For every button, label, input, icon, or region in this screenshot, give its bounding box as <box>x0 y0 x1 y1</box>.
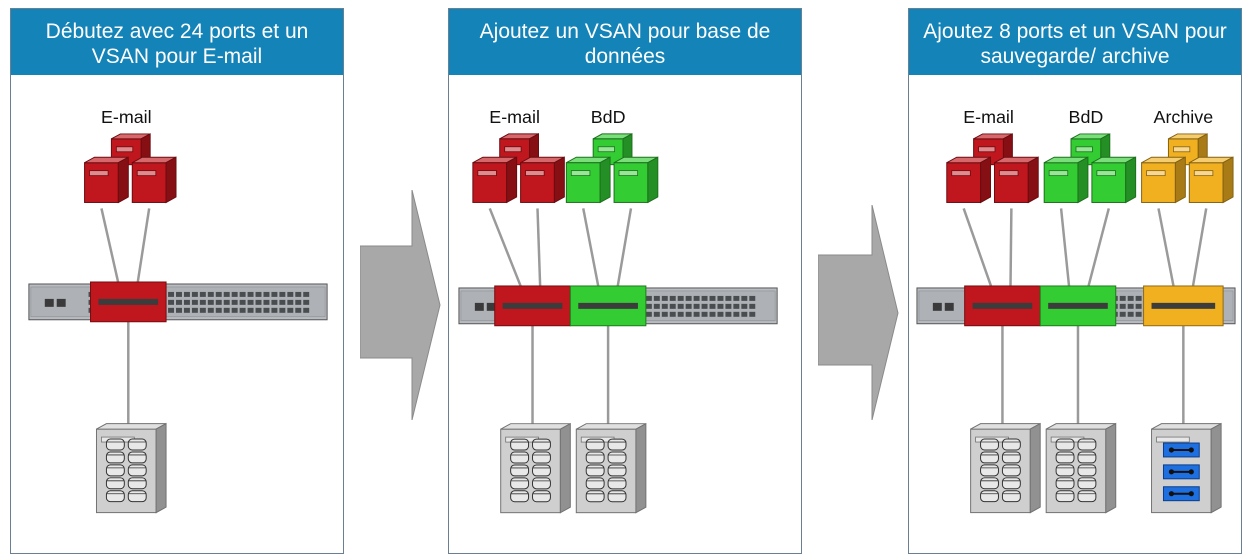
server-stack-icon <box>565 133 659 204</box>
cable <box>1157 208 1177 297</box>
right-arrow-icon <box>360 190 441 420</box>
cable <box>135 208 151 293</box>
panel-title-3: Ajoutez 8 ports et un VSAN pour sauvegar… <box>909 9 1241 75</box>
vsan-port-block <box>1143 285 1224 327</box>
vsan-port-block <box>569 285 647 327</box>
cable <box>488 207 526 297</box>
cable <box>1084 208 1110 297</box>
group-label: BdD <box>1069 107 1104 127</box>
vsan-port-block <box>964 285 1041 327</box>
disk-array-icon <box>1045 422 1117 514</box>
panel-1: Débutez avec 24 ports et un VSAN pour E-… <box>10 8 344 554</box>
cable <box>962 208 996 297</box>
cable <box>1190 208 1208 297</box>
group-label: E-mail <box>101 107 152 127</box>
panel-2-diagram: E-mail BdD <box>458 107 778 514</box>
server-stack-icon <box>946 133 1039 204</box>
fc-switch-icon <box>28 283 328 321</box>
panel-title-2: Ajoutez un VSAN pour base de données <box>449 9 801 75</box>
fc-switch-icon <box>916 287 1236 325</box>
cable <box>614 208 633 297</box>
disk-array-icon <box>95 422 167 514</box>
server-stack-icon <box>84 133 177 204</box>
panel-title-1: Débutez avec 24 ports et un VSAN pour E-… <box>11 9 343 75</box>
group-label: Archive <box>1154 107 1214 127</box>
group-label: E-mail <box>489 107 540 127</box>
right-arrow-icon <box>818 205 899 420</box>
panel-2: Ajoutez un VSAN pour base de données E-m… <box>448 8 802 554</box>
server-stack-icon <box>1141 133 1234 204</box>
server-stack-icon <box>472 133 565 204</box>
vsan-port-block <box>494 285 571 327</box>
disk-array-icon <box>575 422 647 514</box>
vsan-port-block <box>1039 285 1117 327</box>
cable <box>1059 208 1072 297</box>
group-label: E-mail <box>963 107 1014 127</box>
cable <box>1009 208 1013 296</box>
group-label: BdD <box>591 107 626 127</box>
vsan-port-block <box>90 281 167 323</box>
disk-array-icon <box>500 422 571 514</box>
panel-3: Ajoutez 8 ports et un VSAN pour sauvegar… <box>908 8 1242 554</box>
panel-3-diagram: E-mail BdD Archive <box>916 107 1236 514</box>
cable <box>536 208 542 296</box>
tape-library-icon <box>1151 422 1222 514</box>
cable <box>582 208 602 297</box>
fc-switch-icon <box>458 287 778 325</box>
cable <box>100 208 122 293</box>
disk-array-icon <box>970 422 1041 514</box>
server-stack-icon <box>1043 133 1137 204</box>
panel-1-diagram: E-mail <box>28 107 328 514</box>
